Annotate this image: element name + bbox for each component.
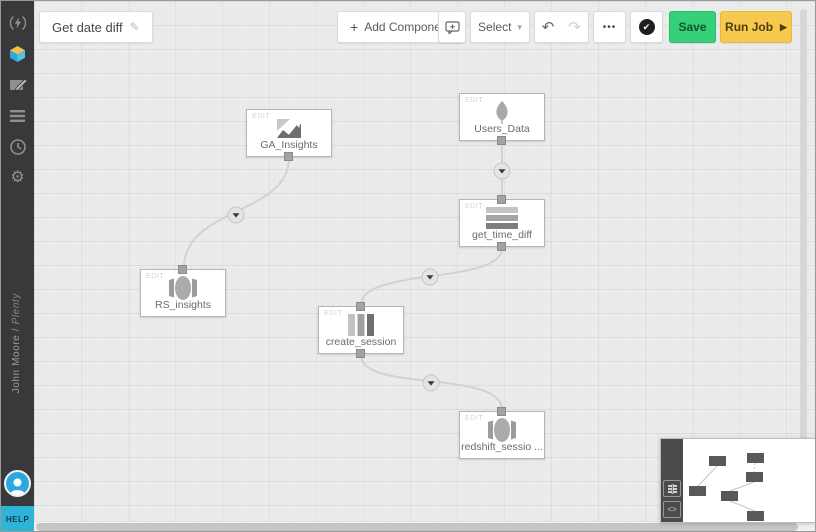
edit-badge[interactable]: EDIT <box>252 113 271 120</box>
output-port[interactable] <box>284 152 293 161</box>
google-analytics-icon <box>247 116 331 140</box>
minimap-node <box>747 453 764 463</box>
input-port[interactable] <box>178 265 187 274</box>
node-label: GA_Insights <box>260 139 318 151</box>
node-redshift-session[interactable]: EDIT redshift_sessio ... <box>459 407 545 459</box>
input-port[interactable] <box>497 407 506 416</box>
node-rs-insights[interactable]: EDIT RS_insights <box>140 265 226 317</box>
minimap-node <box>689 486 706 496</box>
user-avatar[interactable] <box>4 470 31 497</box>
run-job-button[interactable]: Run Job ▶ <box>720 11 792 43</box>
edge-arrow-gtd-cs <box>421 268 439 286</box>
validate-button[interactable]: ✔ <box>630 11 663 43</box>
mongodb-leaf-icon <box>460 100 544 124</box>
save-button[interactable]: Save <box>669 11 716 43</box>
chevron-down-icon: ▾ <box>517 21 522 32</box>
undo-button[interactable]: ↶ <box>534 11 562 43</box>
node-label: RS_insights <box>154 299 212 311</box>
more-options-button[interactable]: ••• <box>593 11 626 43</box>
select-fields-icon <box>460 206 544 230</box>
output-port[interactable] <box>497 136 506 145</box>
edge-arrow-ga-rs <box>227 206 245 224</box>
workflow-canvas[interactable]: EDIT GA_Insights EDIT Users_D <box>34 1 815 521</box>
packages-cube-icon[interactable] <box>1 38 34 69</box>
edge-arrow-users-gtd <box>493 162 511 180</box>
output-port[interactable] <box>356 349 365 358</box>
edit-badge[interactable]: EDIT <box>146 273 165 280</box>
minimap-node <box>709 456 726 466</box>
horizontal-scrollbar-thumb[interactable] <box>36 523 798 531</box>
minimap-edges <box>697 462 756 512</box>
select-dropdown[interactable]: Select ▾ <box>470 11 530 43</box>
input-port[interactable] <box>497 195 506 204</box>
add-component-label: Add Component <box>364 20 451 34</box>
redshift-database-icon <box>141 276 225 300</box>
aggregate-columns-icon <box>319 313 403 337</box>
schedules-clock-icon[interactable] <box>1 131 34 162</box>
node-users-data[interactable]: EDIT Users_Data <box>459 93 545 145</box>
pencil-icon: ✎ <box>129 20 140 34</box>
ellipsis-icon: ••• <box>602 21 617 33</box>
edge-arrow-cs-redshift <box>422 374 440 392</box>
expand-button[interactable]: <> <box>663 501 681 518</box>
minimap-toolbar: <> <box>661 439 683 522</box>
add-note-button[interactable] <box>438 11 466 43</box>
angle-brackets-icon: <> <box>667 505 677 514</box>
node-create-session[interactable]: EDIT create_session <box>318 302 404 358</box>
node-ga-insights[interactable]: EDIT GA_Insights <box>246 109 332 161</box>
edit-package-icon[interactable] <box>1 69 34 100</box>
node-get-time-diff[interactable]: EDIT get_time_diff <box>459 195 545 251</box>
undo-icon: ↶ <box>541 19 555 36</box>
output-port[interactable] <box>497 242 506 251</box>
select-label: Select <box>478 20 512 34</box>
edit-badge[interactable]: EDIT <box>465 97 484 104</box>
horizontal-scrollbar[interactable] <box>34 521 815 531</box>
edge-connectors <box>183 142 511 411</box>
help-button[interactable]: HELP <box>1 506 34 531</box>
redo-icon: ↷ <box>568 19 581 36</box>
jobs-list-icon[interactable] <box>1 100 34 131</box>
settings-gear-icon[interactable]: ⚙ <box>1 162 34 193</box>
input-port[interactable] <box>356 302 365 311</box>
package-title-text: Get date diff <box>52 19 123 35</box>
edit-badge[interactable]: EDIT <box>465 203 484 210</box>
node-label: get_time_diff <box>472 229 532 241</box>
comment-plus-icon <box>444 20 460 34</box>
vertical-scrollbar[interactable] <box>800 9 807 469</box>
minimap-node <box>721 491 738 501</box>
package-title[interactable]: Get date diff ✎ <box>39 11 153 43</box>
play-icon: ▶ <box>780 21 787 32</box>
redshift-database-icon <box>460 418 544 442</box>
edit-badge[interactable]: EDIT <box>465 415 484 422</box>
minimap-panel[interactable]: <> <box>660 438 815 523</box>
minimap-node <box>747 511 764 521</box>
auto-layout-button[interactable] <box>663 480 681 497</box>
account-label: John Moore / Plenty <box>11 292 22 393</box>
node-label: create_session <box>325 336 397 348</box>
logo-lightning-icon[interactable] <box>1 7 34 38</box>
sidebar: ⚙ John Moore / Plenty HELP <box>1 1 34 531</box>
check-circle-icon: ✔ <box>638 19 655 35</box>
node-label: redshift_sessio ... <box>461 441 543 453</box>
run-job-label: Run Job <box>725 20 774 34</box>
node-label: Users_Data <box>474 123 530 135</box>
gear-glyph: ⚙ <box>10 168 25 186</box>
redo-button[interactable]: ↷ <box>561 11 589 43</box>
edit-badge[interactable]: EDIT <box>324 310 343 317</box>
plus-icon: + <box>350 19 359 35</box>
layout-icon <box>667 483 677 494</box>
minimap-node <box>746 472 763 482</box>
